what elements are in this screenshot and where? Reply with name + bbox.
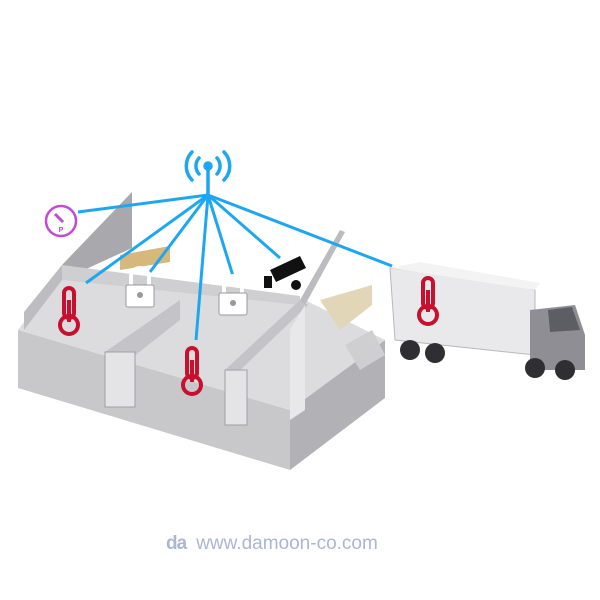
watermark: da www.damoon-co.com xyxy=(166,532,378,556)
thermometer-icon xyxy=(58,286,80,336)
thermometer-icon xyxy=(181,346,203,396)
lock-icon xyxy=(218,274,248,316)
lock-icon xyxy=(125,266,155,308)
security-camera-icon xyxy=(264,256,306,290)
truck xyxy=(389,262,585,380)
warehouse-building xyxy=(18,192,385,470)
antenna-icon xyxy=(184,150,232,197)
watermark-url: www.damoon-co.com xyxy=(196,533,378,554)
svg-text:P: P xyxy=(59,227,64,234)
signal-lines xyxy=(77,193,393,341)
watermark-logo: da xyxy=(166,533,187,554)
thermometer-icon xyxy=(417,276,439,326)
pressure-gauge-icon: P xyxy=(44,204,78,238)
